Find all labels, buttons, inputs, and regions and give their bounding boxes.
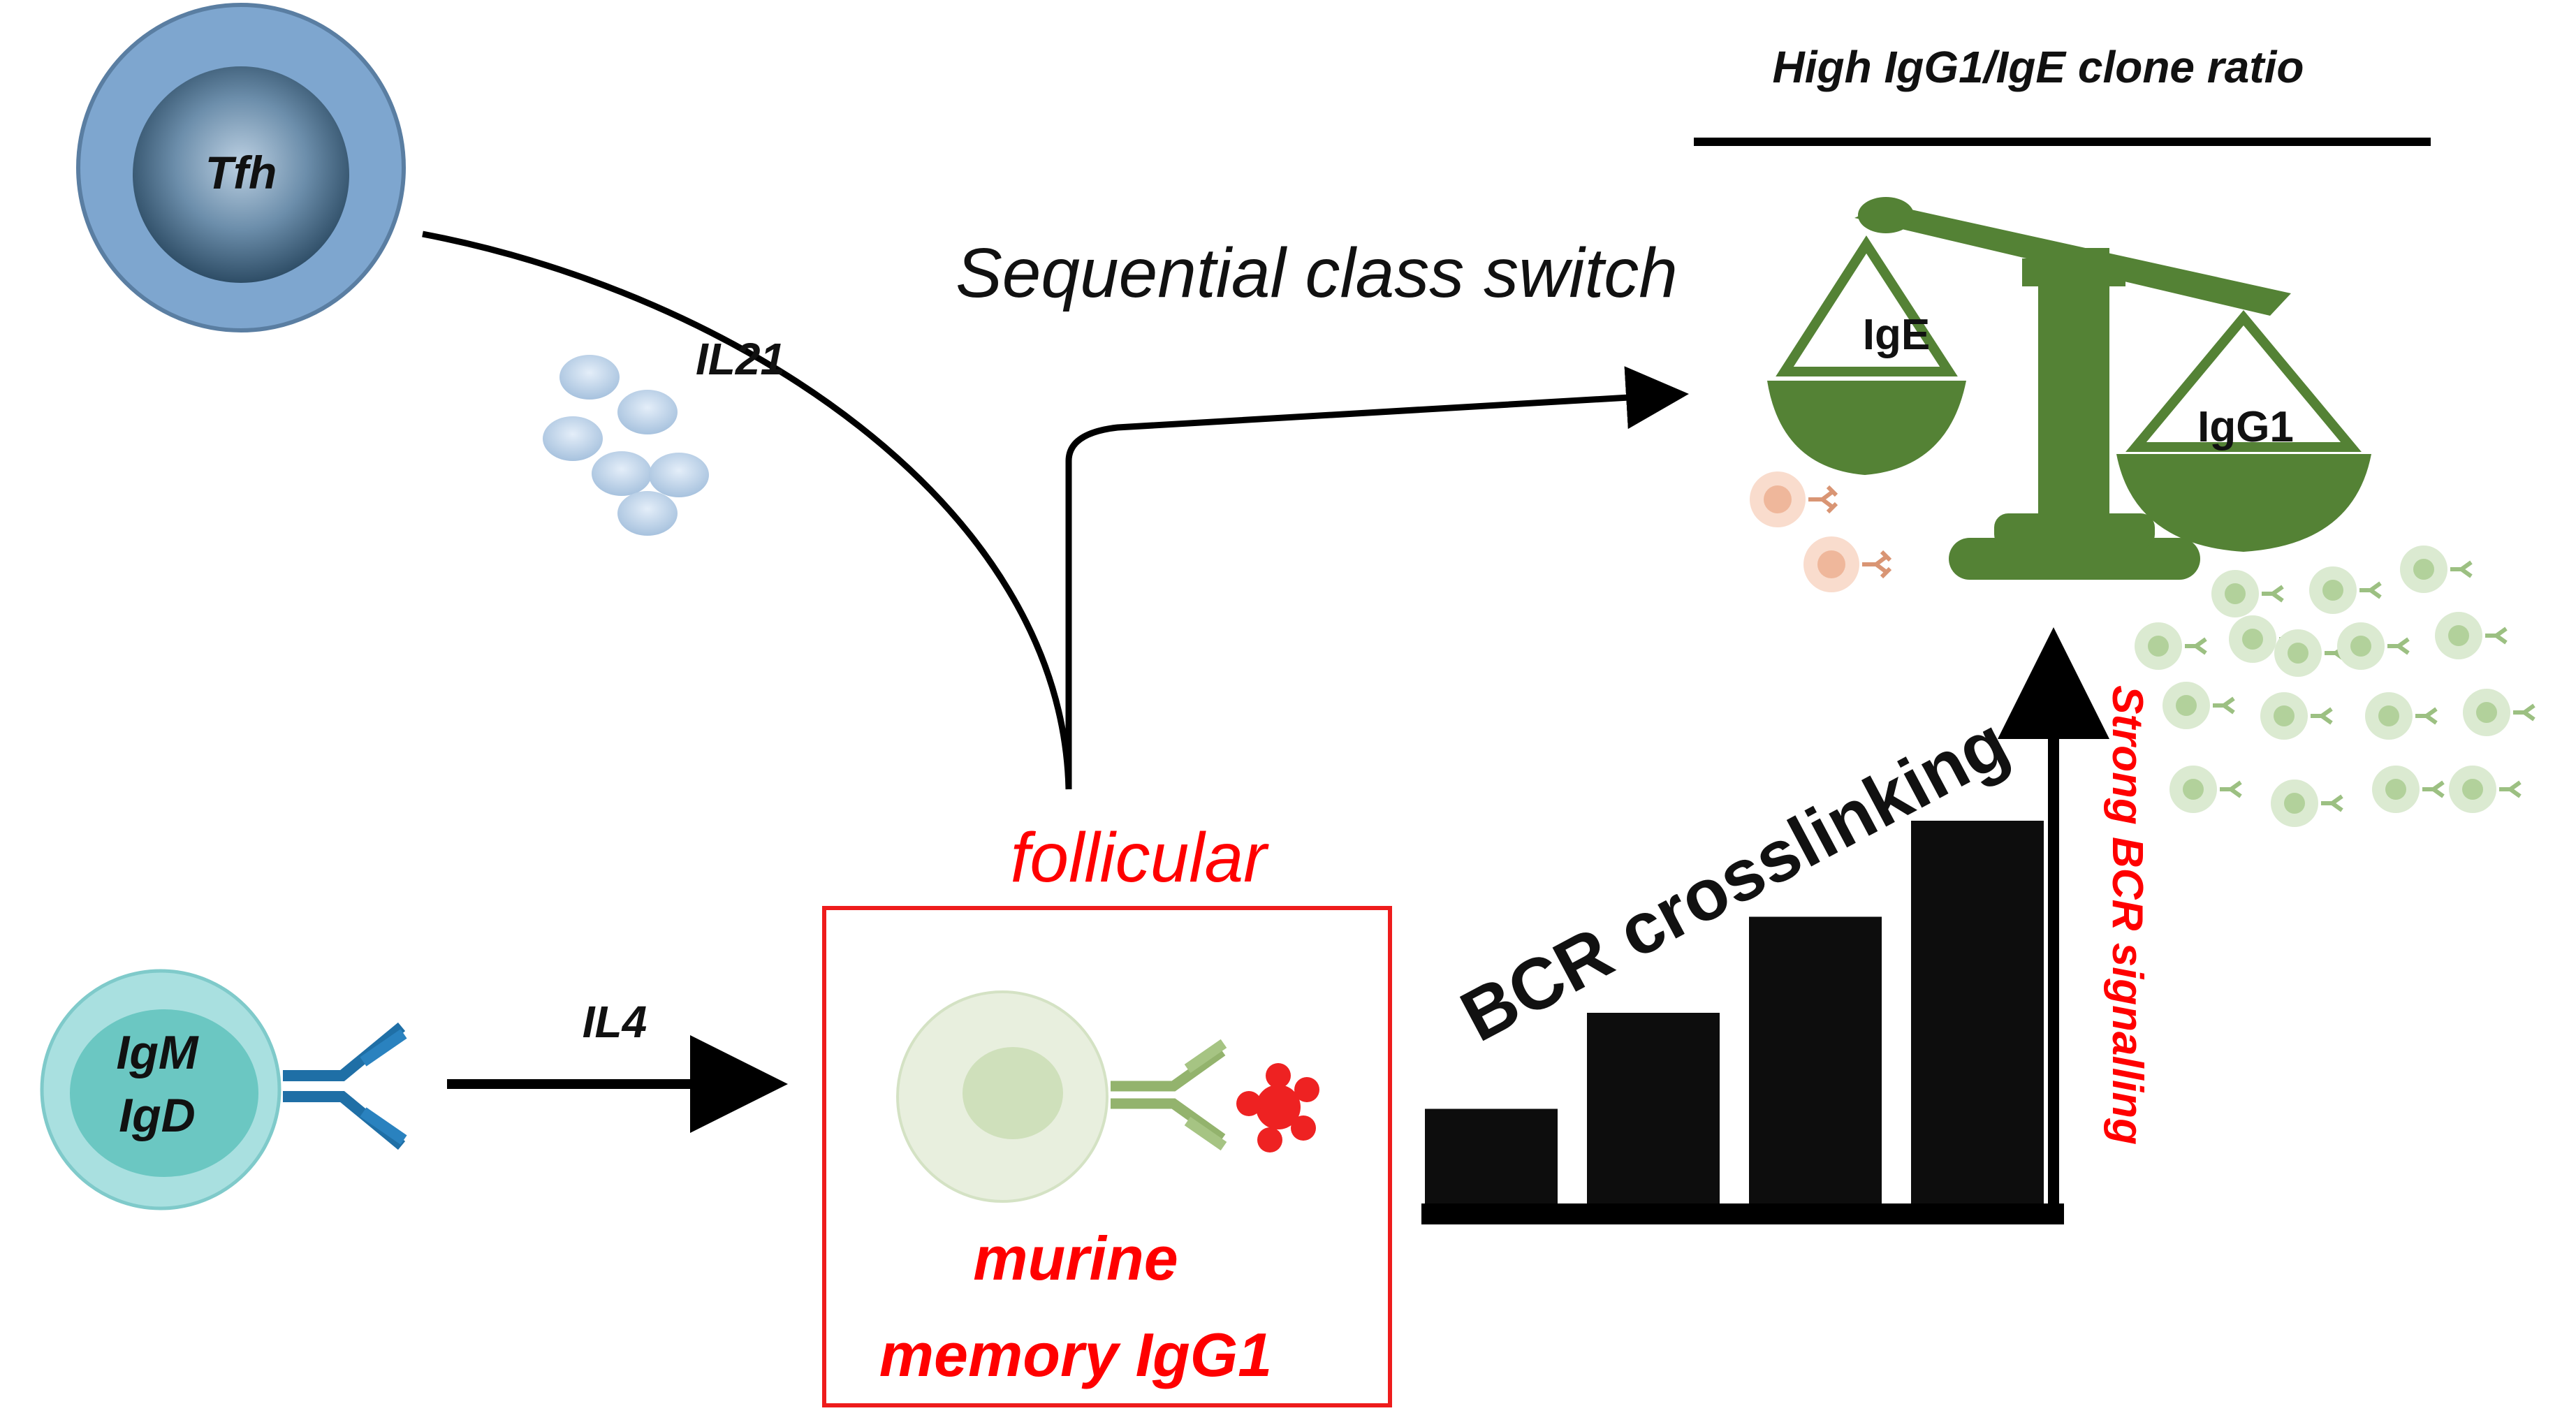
- bcr-signal-bars: [1425, 821, 2044, 1205]
- igg1-clone: [2260, 692, 2332, 740]
- igg1-clone: [2274, 629, 2346, 677]
- ige-clones: [1750, 471, 1890, 592]
- igg1-clones: [2135, 546, 2534, 827]
- memory-label-line2: memory IgG1: [879, 1320, 1272, 1389]
- il21-label: IL21: [696, 334, 785, 384]
- igg1-clone: [2162, 682, 2234, 729]
- sequential-class-switch-label: Sequential class switch: [956, 234, 1678, 312]
- il21-cytokines: [543, 355, 709, 536]
- il4-label: IL4: [583, 997, 647, 1047]
- ige-pan-label: IgE: [1863, 311, 1930, 359]
- bcr-signal-bar: [1425, 1108, 1558, 1205]
- igg1-clone: [2449, 766, 2520, 813]
- ige-clone: [1803, 536, 1890, 592]
- igg1-clone: [2337, 622, 2408, 670]
- bcr-signal-bar: [1749, 916, 1882, 1205]
- memory-label-line1: murine: [973, 1224, 1178, 1293]
- igg1-clone: [2400, 546, 2471, 593]
- igg1-clone: [2169, 766, 2241, 813]
- balance-scale: [1767, 197, 2371, 580]
- class-switch-arrow: [1065, 366, 1689, 789]
- memory-igg1-cell: [896, 990, 1108, 1203]
- igg1-clone: [2271, 780, 2342, 827]
- igm-label: IgM: [116, 1026, 198, 1079]
- ige-clone: [1750, 471, 1836, 527]
- igg1-clone: [2463, 689, 2534, 736]
- igg1-clone: [2365, 692, 2436, 740]
- igd-label: IgD: [119, 1089, 196, 1142]
- antigen-icon: [1236, 1063, 1319, 1152]
- tfh-signal-curve: [422, 230, 1072, 790]
- igg1-clone: [2435, 612, 2506, 659]
- igg1-pan-label: IgG1: [2197, 403, 2294, 451]
- bcr-signal-bar: [1911, 821, 2044, 1205]
- igg1-clone: [2135, 622, 2206, 670]
- clone-ratio-title: High IgG1/IgE clone ratio: [1773, 42, 2304, 92]
- memory-cell-box: [822, 906, 1392, 1407]
- strong-bcr-signalling-label: Strong BCR signalling: [2103, 685, 2151, 1145]
- follicular-label: follicular: [1011, 819, 1269, 897]
- bcr-antibody-icon: [283, 1022, 407, 1150]
- igg1-clone: [2211, 570, 2283, 617]
- igg1-clone: [2372, 766, 2443, 813]
- memory-antibody-icon: [1111, 1039, 1227, 1151]
- bcr-signal-bar: [1587, 1013, 1720, 1205]
- igg1-clone: [2309, 566, 2380, 614]
- tfh-label: Tfh: [205, 147, 277, 198]
- naive-b-cell: IgM IgD: [40, 969, 281, 1210]
- tfh-cell: Tfh: [76, 3, 406, 332]
